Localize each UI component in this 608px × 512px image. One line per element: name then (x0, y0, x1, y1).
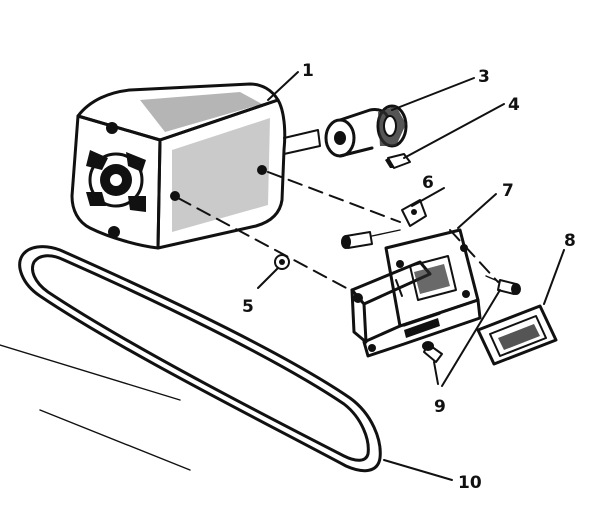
mounting-bracket (350, 199, 482, 358)
callout-1: 1 (302, 61, 314, 81)
drive-belt (18, 245, 382, 473)
slot-cover-plate (476, 304, 558, 366)
callout-5: 5 (242, 297, 254, 317)
callout-4: 4 (508, 95, 520, 115)
callout-10: 10 (458, 473, 482, 493)
motor-housing (70, 82, 321, 250)
page-edge-lines (0, 344, 191, 471)
callout-labels: 1 3 4 5 6 7 8 9 10 (242, 61, 576, 493)
assembly-lines (177, 171, 499, 291)
set-screw (385, 153, 411, 169)
callout-6: 6 (422, 173, 434, 193)
callout-8: 8 (564, 231, 576, 251)
leader-lines (257, 71, 565, 481)
callout-7: 7 (502, 181, 514, 201)
bracket-screw-top (341, 229, 401, 249)
small-screw (274, 254, 290, 270)
bracket-screw-right (485, 275, 521, 295)
bracket-screw-bottom (422, 341, 443, 363)
callout-3: 3 (478, 67, 490, 87)
pulley (324, 104, 408, 158)
callout-9: 9 (434, 397, 446, 417)
